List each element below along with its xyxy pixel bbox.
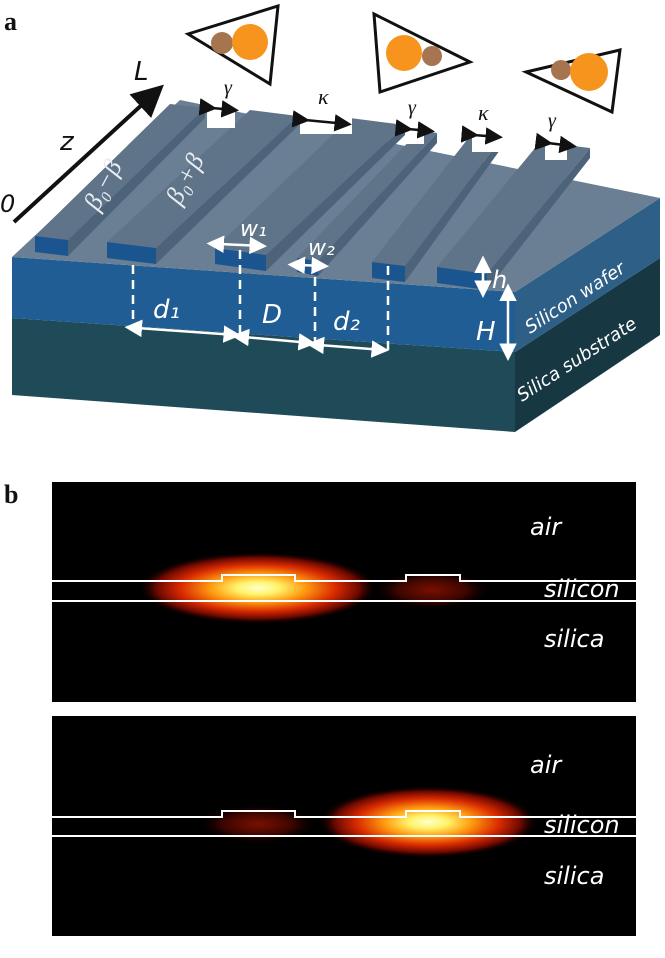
triangle-icon-2 xyxy=(372,11,474,95)
coupling-arrows xyxy=(198,98,577,154)
triangle-icon-3 xyxy=(521,48,622,115)
mode-intensity-1 xyxy=(138,552,378,624)
plot2-silica-label: silica xyxy=(544,862,604,890)
axis-name-label: z xyxy=(59,127,75,157)
dimension-lines xyxy=(124,235,517,361)
plot1-air-label: air xyxy=(530,513,563,541)
gamma-label-2: γ xyxy=(408,97,417,119)
axis-start-label: 0 xyxy=(0,190,15,218)
plot1-silicon-label: silicon xyxy=(544,575,620,603)
panel-b-label: b xyxy=(4,480,18,509)
D-label: D xyxy=(262,300,282,330)
mode-intensity-2 xyxy=(318,786,538,858)
h-label: h xyxy=(492,266,507,294)
triangle-icon-1 xyxy=(184,3,280,87)
kappa-label-2: κ xyxy=(478,100,489,125)
mode-plot-2: air silicon silica xyxy=(52,716,636,936)
plot2-silicon-label: silicon xyxy=(544,811,620,839)
w2-label: w₂ xyxy=(308,236,335,261)
d1-label: d₁ xyxy=(153,295,180,325)
mode-weak-2 xyxy=(198,804,318,844)
plot1-silica-label: silica xyxy=(544,625,604,653)
panel-a-label: a xyxy=(4,7,17,36)
axis-end-label: L xyxy=(134,57,149,87)
gamma-label-3: γ xyxy=(548,110,557,132)
d2-label: d₂ xyxy=(333,307,360,337)
z-axis xyxy=(12,84,164,224)
gamma-label-1: γ xyxy=(224,77,233,99)
kappa-label-1: κ xyxy=(318,84,329,109)
w1-label: w₁ xyxy=(240,217,267,242)
H-label: H xyxy=(476,317,496,347)
plot2-air-label: air xyxy=(530,751,563,779)
mode-plot-1: air silicon silica xyxy=(52,482,636,702)
